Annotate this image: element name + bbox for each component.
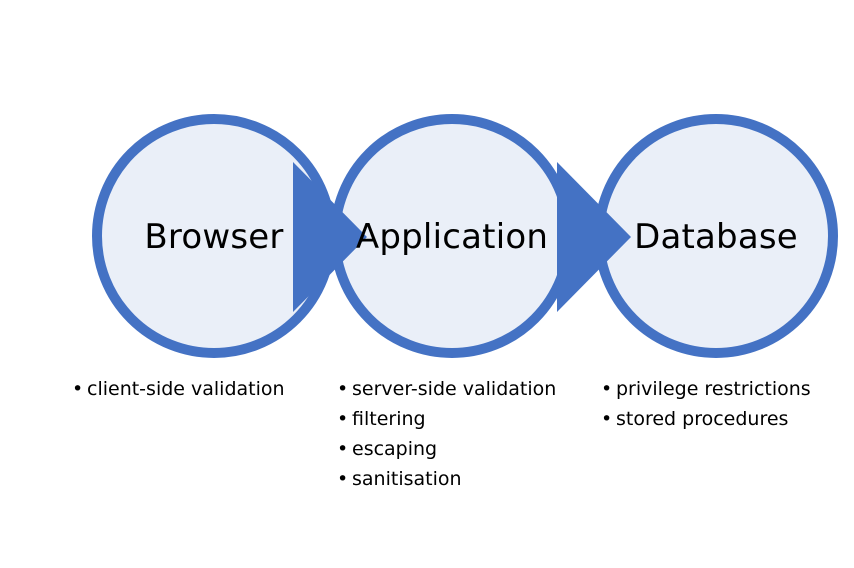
arrow-application-to-database[interactable] [557,162,631,312]
list-item: • filtering [337,404,556,434]
list-item: • escaping [337,434,556,464]
measures-list-application: • server-side validation • filtering • e… [337,374,556,494]
arrow-browser-to-application[interactable] [293,162,367,312]
bullet-icon: • [72,378,84,400]
node-circle-application[interactable] [330,114,574,358]
measures-list-database: • privilege restrictions • stored proced… [601,374,811,434]
list-item-label: privilege restrictions [616,378,811,400]
list-item-label: filtering [352,408,426,430]
list-item: • client-side validation [72,374,285,404]
bullet-icon: • [337,378,349,400]
list-item-label: sanitisation [352,468,462,490]
bullet-icon: • [601,408,613,430]
list-item: • stored procedures [601,404,811,434]
bullet-icon: • [601,378,613,400]
bullet-icon: • [337,438,349,460]
measures-list-browser: • client-side validation [72,374,285,404]
list-item-label: escaping [352,438,438,460]
bullet-icon: • [337,408,349,430]
bullet-icon: • [337,468,349,490]
list-item: • server-side validation [337,374,556,404]
list-item-label: client-side validation [87,378,285,400]
list-item: • privilege restrictions [601,374,811,404]
list-item-label: stored procedures [616,408,789,430]
list-item-label: server-side validation [352,378,557,400]
list-item: • sanitisation [337,464,556,494]
node-circle-database[interactable] [594,114,838,358]
